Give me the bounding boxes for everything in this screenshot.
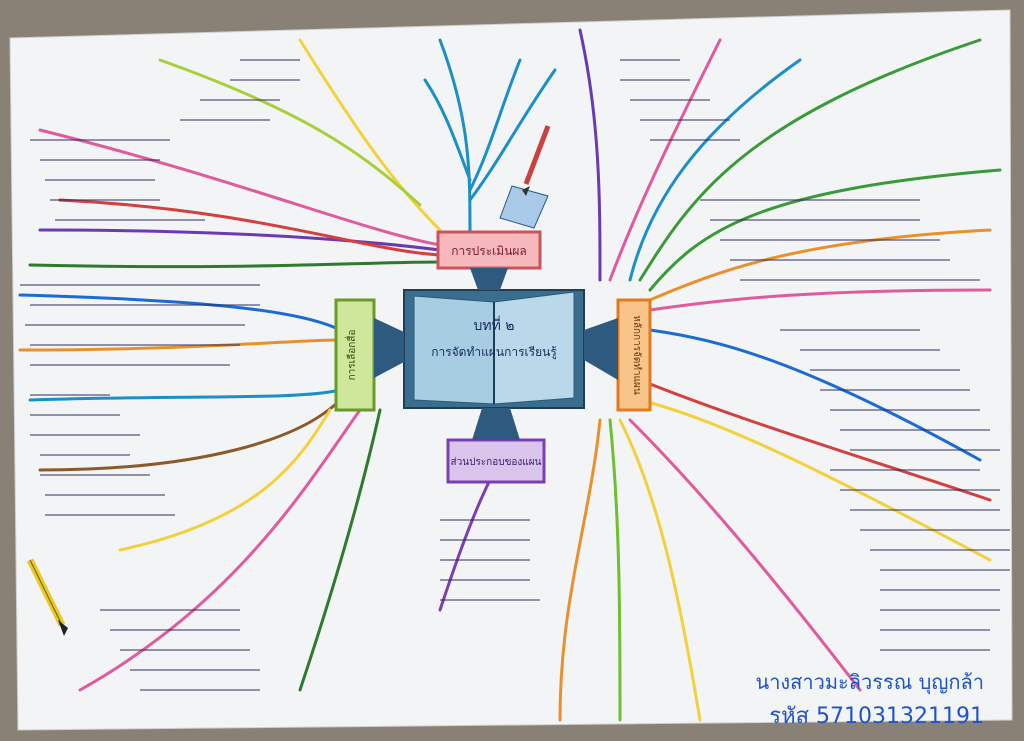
pencil-drawing-2 [26,558,68,636]
center-title-line2: การจัดทำแผนการเรียนรู้ [431,345,557,360]
center-book [403,289,585,409]
topic-box-left [334,298,376,412]
topic-top-label: การประเมินผล [451,244,527,258]
book-connectors [374,268,618,440]
topic-bottom-label: ส่วนประกอบของแผน [451,457,542,468]
author-name: นางสาวมะลิวรรณ บุญกล้า [755,670,984,694]
center-title-line1: บทที่ ๒ [473,316,514,334]
branch-lines [18,28,1002,722]
handwritten-labels [20,59,1010,691]
pencil-drawing-1 [499,125,551,229]
student-id: รหัส 571031321191 [769,704,984,729]
topic-left-label: การเลือกสื่อ [344,330,358,381]
topic-box-top [436,230,542,270]
author-caption: นางสาวมะลิวรรณ บุญกล้า รหัส 571031321191 [756,666,984,733]
topic-right-label: หลักการจัดทำแผน [631,315,642,395]
